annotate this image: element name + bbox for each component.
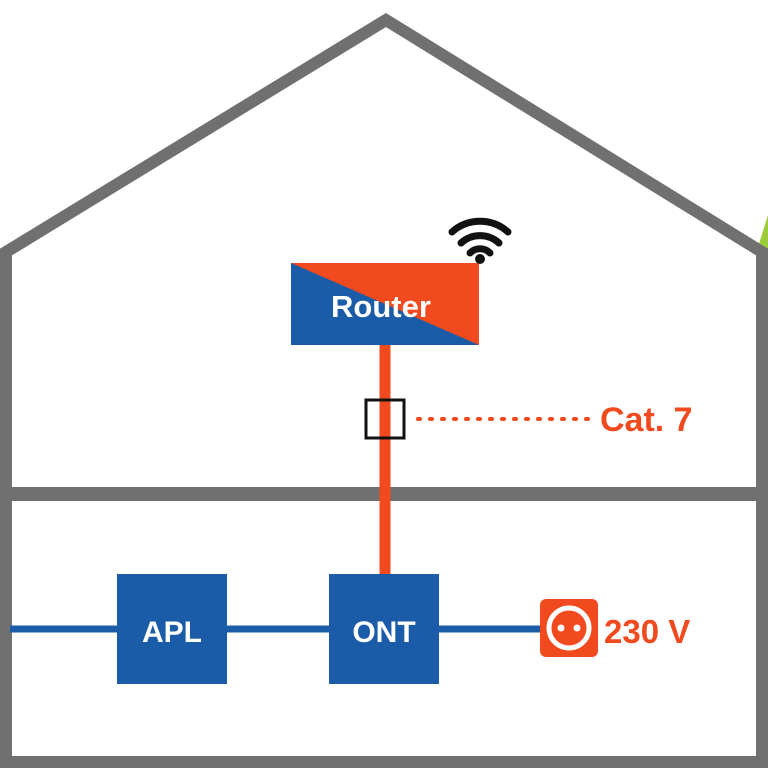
router-label: Router xyxy=(331,289,431,324)
apl-box xyxy=(117,574,227,684)
power-socket-icon xyxy=(540,599,598,657)
ont-node: ONT xyxy=(329,574,439,684)
apl-label: APL xyxy=(142,616,202,649)
power-label: 230 V xyxy=(604,613,690,650)
wifi-icon-dot xyxy=(475,254,485,264)
cable-marker xyxy=(364,398,406,440)
cable-label: Cat. 7 xyxy=(600,401,693,439)
apl-node: APL xyxy=(117,574,227,684)
router-node: Router xyxy=(291,263,479,345)
ont-label: ONT xyxy=(352,616,415,649)
house-entry-mark xyxy=(0,623,10,635)
ont-box xyxy=(329,574,439,684)
wifi-icon xyxy=(448,217,512,257)
router-box-accent xyxy=(291,263,479,345)
